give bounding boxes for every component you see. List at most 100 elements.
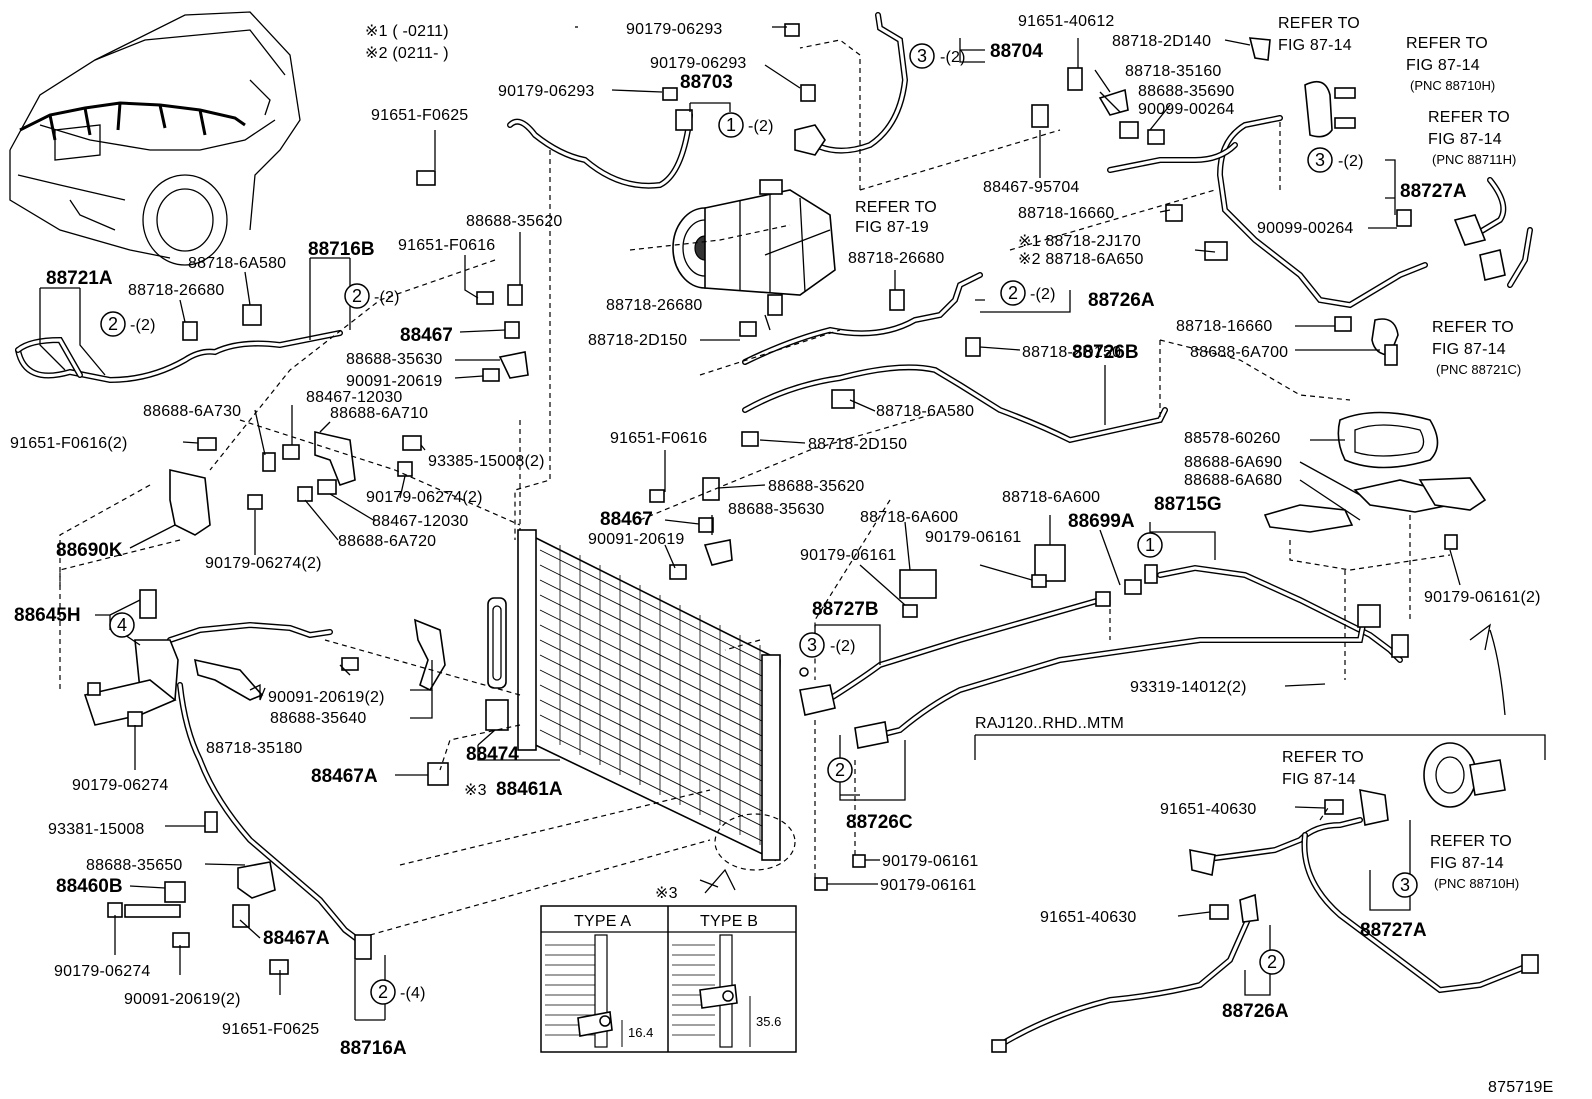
part-label: 88718-2D150 bbox=[588, 332, 687, 349]
inset-dim-b: 35.6 bbox=[756, 1014, 781, 1029]
part-label: 88467-95704 bbox=[983, 179, 1080, 196]
diagram-text: 3 bbox=[1315, 150, 1325, 170]
part-label: 91651-40630 bbox=[1040, 909, 1137, 926]
diagram-text: 3 bbox=[1400, 875, 1410, 895]
legend-note-2: ※2 (0211- ) bbox=[365, 45, 449, 62]
diagram-text: -(2) bbox=[1030, 286, 1056, 303]
part-label: 88688-35620 bbox=[466, 213, 563, 230]
diagram-text: REFER TO bbox=[1406, 35, 1488, 52]
part-label: 90179-06161 bbox=[925, 529, 1022, 546]
part-label: 88467A bbox=[311, 766, 378, 787]
inset-box: TYPE A TYPE B 16.4 35.6 bbox=[540, 905, 797, 1053]
diagram-text: 2 bbox=[378, 982, 388, 1002]
diagram-text: -(2) bbox=[130, 317, 156, 334]
diagram-text: -(4) bbox=[400, 985, 426, 1002]
part-label: 90099-00264 bbox=[1138, 101, 1235, 118]
part-label: 90179-06161(2) bbox=[1424, 589, 1541, 606]
diagram-text: REFER TO bbox=[1430, 833, 1512, 850]
part-label: 88688-6A720 bbox=[338, 533, 436, 550]
diagram-text: (PNC 88710H) bbox=[1410, 78, 1495, 93]
part-label: 90179-06293 bbox=[626, 21, 723, 38]
part-label: 88727A bbox=[1360, 920, 1427, 941]
part-label: 88688-6A680 bbox=[1184, 472, 1282, 489]
part-label: 88718-35160 bbox=[1125, 63, 1222, 80]
part-label: 88726A bbox=[1222, 1001, 1289, 1022]
small-parts bbox=[83, 23, 1539, 1053]
part-label: 90091-20619(2) bbox=[124, 991, 241, 1008]
part-label: 88718-16660 bbox=[1018, 205, 1115, 222]
part-label: 90179-06161 bbox=[800, 547, 897, 564]
part-label: 91651-F0616 bbox=[610, 430, 707, 447]
part-label: 93385-15008(2) bbox=[428, 453, 545, 470]
pipe-network bbox=[15, 12, 1533, 1048]
part-label: 90179-06161 bbox=[880, 877, 977, 894]
part-label: 88467-12030 bbox=[306, 389, 403, 406]
part-label: 93319-14012(2) bbox=[1130, 679, 1247, 696]
part-label: 88718-6A600 bbox=[1002, 489, 1100, 506]
part-label: ※2 88718-6A650 bbox=[1018, 251, 1144, 268]
part-label: 88688-6A710 bbox=[330, 405, 428, 422]
part-label: 90099-00264 bbox=[1257, 220, 1354, 237]
diagram-text: 2 bbox=[1008, 283, 1018, 303]
diagram-text: FIG 87-14 bbox=[1428, 131, 1502, 148]
diagram-text: FIG 87-19 bbox=[855, 219, 929, 236]
section-label: RAJ120..RHD..MTM bbox=[975, 715, 1124, 732]
diagram-text: FIG 87-14 bbox=[1430, 855, 1504, 872]
part-label: 88721A bbox=[46, 268, 113, 289]
part-label: 88726B bbox=[1072, 342, 1139, 363]
part-label: 90179-06274 bbox=[54, 963, 151, 980]
diagram-text: -(2) bbox=[374, 289, 400, 306]
part-label: 88718-2D150 bbox=[808, 436, 907, 453]
part-label: 88715G bbox=[1154, 494, 1222, 515]
part-label: 88645H bbox=[14, 605, 81, 626]
part-label: 88578-60260 bbox=[1184, 430, 1281, 447]
diagram-text: FIG 87-14 bbox=[1432, 341, 1506, 358]
part-label: 88688-35690 bbox=[1138, 83, 1235, 100]
part-label: 88467A bbox=[263, 928, 330, 949]
part-label: 88688-35630 bbox=[346, 351, 443, 368]
condenser bbox=[487, 529, 781, 862]
diagram-text: -(2) bbox=[940, 49, 966, 66]
part-label: 90091-20619 bbox=[588, 531, 685, 548]
diagram-text: -(2) bbox=[830, 638, 856, 655]
part-label: 88474 bbox=[466, 744, 519, 765]
inset-type-b: TYPE B bbox=[700, 913, 758, 930]
part-label: 88688-35640 bbox=[270, 710, 367, 727]
diagram-text: REFER TO bbox=[1282, 749, 1364, 766]
part-label: 88688-35650 bbox=[86, 857, 183, 874]
diagram-text: FIG 87-14 bbox=[1406, 57, 1480, 74]
part-label: 88718-26680 bbox=[128, 282, 225, 299]
figure-code: 875719E bbox=[1488, 1079, 1553, 1096]
part-label: 88716B bbox=[308, 239, 375, 260]
part-label: 90179-06274(2) bbox=[205, 555, 322, 572]
diagram-text: REFER TO bbox=[855, 199, 937, 216]
part-label: 88716A bbox=[340, 1038, 407, 1059]
refer-labels: REFER TO FIG 87-19 REFER TO FIG 87-14 RE… bbox=[855, 15, 1521, 891]
part-label: 88718-6A600 bbox=[860, 509, 958, 526]
part-label: 88718-6A580 bbox=[188, 255, 286, 272]
compressor bbox=[672, 179, 836, 296]
part-label: 88688-6A690 bbox=[1184, 454, 1282, 471]
part-label: 88718-26680 bbox=[606, 297, 703, 314]
part-label: 88718-6A580 bbox=[876, 403, 974, 420]
part-label: 90091-20619 bbox=[346, 373, 443, 390]
diagram-text: REFER TO bbox=[1428, 109, 1510, 126]
part-label: 90179-06274 bbox=[72, 777, 169, 794]
part-label: ※3 bbox=[464, 782, 487, 799]
part-label: 91651-F0625 bbox=[371, 107, 468, 124]
part-label: 88467 bbox=[400, 325, 453, 346]
part-label: 88726C bbox=[846, 812, 913, 833]
inset-marker: ※3 bbox=[655, 885, 678, 902]
diagram-text: 88718-2J170 bbox=[1045, 233, 1141, 250]
diagram-text: 88718-6A650 bbox=[1045, 251, 1143, 268]
part-label: 88718-16660 bbox=[1176, 318, 1273, 335]
part-label: 93381-15008 bbox=[48, 821, 145, 838]
legend-note-1: ※1 ( -0211) bbox=[365, 23, 449, 40]
diagram-text: 2 bbox=[835, 760, 845, 780]
diagram-text: -(2) bbox=[748, 118, 774, 135]
part-label: 88718-35180 bbox=[206, 740, 303, 757]
diagram-text: 2 bbox=[108, 314, 118, 334]
part-label: 88726A bbox=[1088, 290, 1155, 311]
